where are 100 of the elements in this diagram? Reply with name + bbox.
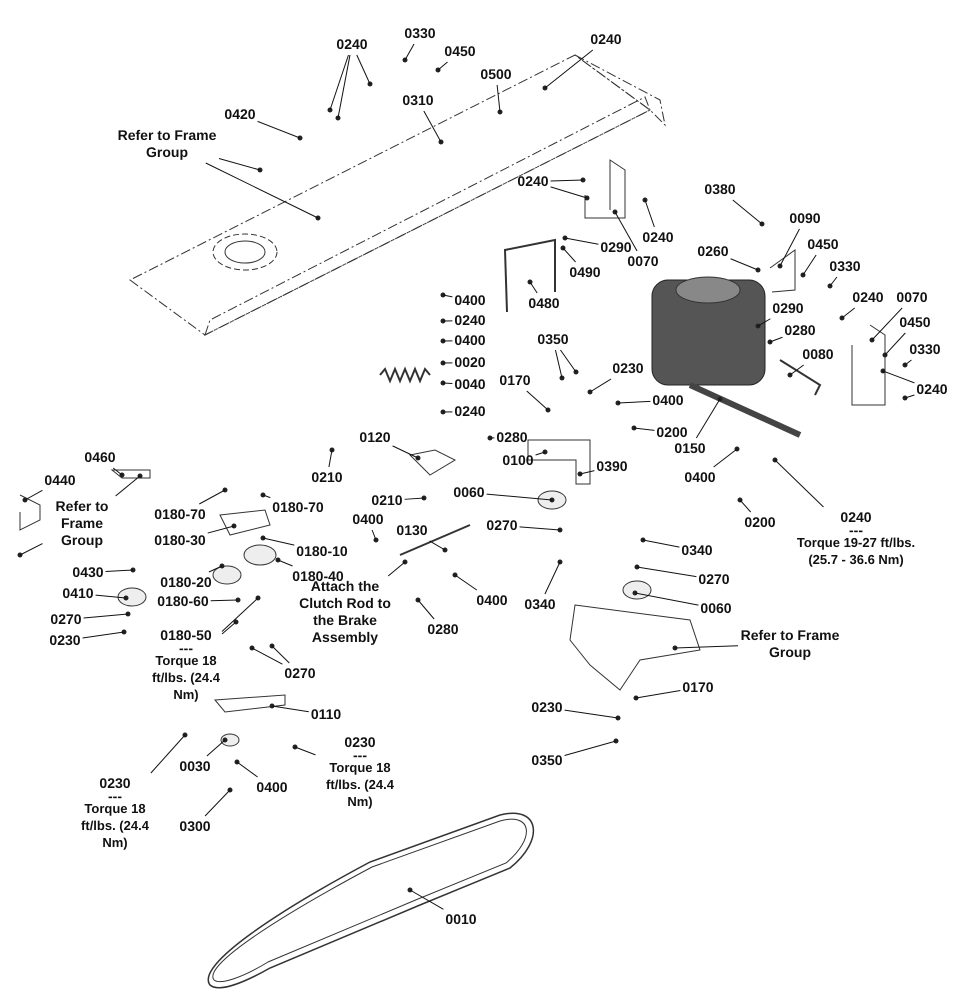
leader-line — [526, 390, 548, 410]
separator-text: --- — [179, 644, 193, 652]
leader-line — [544, 50, 594, 88]
leader-line — [564, 710, 618, 718]
callout-number: 0460 — [84, 449, 116, 466]
leader-line — [774, 460, 824, 508]
torque-note: Torque 19-27 ft/lbs. (25.7 - 36.6 Nm) — [796, 534, 916, 568]
leader-line — [636, 566, 697, 578]
callout-number: 0450 — [444, 43, 476, 60]
torque-note: Torque 18 ft/lbs. (24.4 Nm) — [80, 800, 150, 851]
leader-line — [198, 490, 226, 504]
leader-line — [222, 598, 258, 632]
callout-number: 0230 — [99, 775, 131, 792]
callout-number: 0270 — [284, 665, 316, 682]
note-text: Refer to Frame Group — [740, 627, 840, 661]
callout-number: 0450 — [807, 236, 839, 253]
leader-line — [388, 562, 406, 576]
callout-number: 0420 — [224, 106, 256, 123]
leader-line — [544, 562, 560, 594]
leader-line — [105, 570, 134, 572]
callout-number: 0060 — [700, 600, 732, 617]
callout-number: 0240 — [454, 403, 486, 420]
callout-number: 0300 — [179, 818, 211, 835]
callout-number: 0200 — [656, 424, 688, 441]
leader-line — [418, 600, 435, 620]
callout-number: 0330 — [404, 25, 436, 42]
callout-number: 0270 — [50, 611, 82, 628]
leader-line — [112, 468, 122, 476]
leader-line — [740, 500, 752, 512]
leader-line — [207, 526, 234, 534]
callout-number: 0240 — [916, 381, 948, 398]
leader-line — [257, 120, 300, 138]
callout-number: 0070 — [896, 289, 928, 306]
callout-number: 0180-30 — [154, 532, 206, 549]
callout-number: 0330 — [909, 341, 941, 358]
callout-number: 0280 — [427, 621, 459, 638]
leader-line — [442, 340, 453, 342]
leader-line — [404, 44, 415, 60]
callout-number: 0330 — [829, 258, 861, 275]
leader-line — [24, 490, 43, 500]
leader-line — [272, 646, 290, 664]
callout-number: 0030 — [179, 758, 211, 775]
callout-number: 0480 — [528, 295, 560, 312]
leader-line — [442, 411, 453, 412]
leader-line — [372, 530, 376, 540]
callout-number: 0280 — [784, 322, 816, 339]
callout-number: 0180-70 — [272, 499, 324, 516]
callout-number: 0180-70 — [154, 506, 206, 523]
callout-number: 0180-20 — [160, 574, 212, 591]
leader-line — [634, 428, 655, 431]
leader-line — [410, 890, 444, 910]
leader-line — [330, 54, 349, 110]
leader-line — [294, 746, 316, 756]
callout-number: 0090 — [789, 210, 821, 227]
leader-line — [884, 332, 906, 356]
callout-number: 0400 — [352, 511, 384, 528]
leader-line — [830, 276, 838, 286]
torque-note: Torque 18 ft/lbs. (24.4 Nm) — [325, 759, 395, 810]
leader-line — [519, 526, 560, 530]
separator-text: --- — [108, 792, 122, 800]
callout-number: 0230 — [49, 632, 81, 649]
leader-line — [713, 448, 738, 468]
leader-line — [252, 648, 283, 665]
torque-note: Torque 18 ft/lbs. (24.4 Nm) — [152, 652, 220, 703]
leader-line — [210, 600, 238, 602]
callout-number: 0180-60 — [157, 593, 209, 610]
callout-number: 0310 — [402, 92, 434, 109]
callout-number: 0270 — [486, 517, 518, 534]
callout-number: 0260 — [697, 243, 729, 260]
leader-line — [438, 62, 448, 70]
callout-number: 0240 — [852, 289, 884, 306]
separator-text: --- — [849, 526, 863, 534]
leader-line — [442, 382, 453, 384]
callout-number: 0350 — [531, 752, 563, 769]
leader-line — [872, 308, 903, 340]
leader-line — [642, 540, 680, 548]
leader-line — [530, 282, 538, 294]
callout-number: 0240 — [642, 229, 674, 246]
leader-line — [550, 180, 584, 182]
leader-line — [732, 200, 762, 224]
leader-line — [208, 566, 222, 572]
leader-line — [554, 350, 562, 378]
leader-line — [634, 592, 699, 606]
leader-line — [790, 364, 804, 376]
callout-number: 0180-10 — [296, 543, 348, 560]
leader-line — [562, 248, 576, 262]
callout-number: 0280 — [496, 429, 528, 446]
callout-number: 0240 — [454, 312, 486, 329]
callout-number: 0410 — [62, 585, 94, 602]
callout-number: 0340 — [681, 542, 713, 559]
leader-line — [262, 538, 295, 546]
callout-number: 0400 — [454, 292, 486, 309]
leader-line — [550, 186, 588, 198]
callout-number: 0060 — [453, 484, 485, 501]
leader-line — [82, 632, 124, 638]
callout-number: 0440 — [44, 472, 76, 489]
callout-number: 0200 — [744, 514, 776, 531]
callout-number: 0400 — [684, 469, 716, 486]
callout-number: 0210 — [371, 492, 403, 509]
leader-line — [560, 350, 576, 372]
